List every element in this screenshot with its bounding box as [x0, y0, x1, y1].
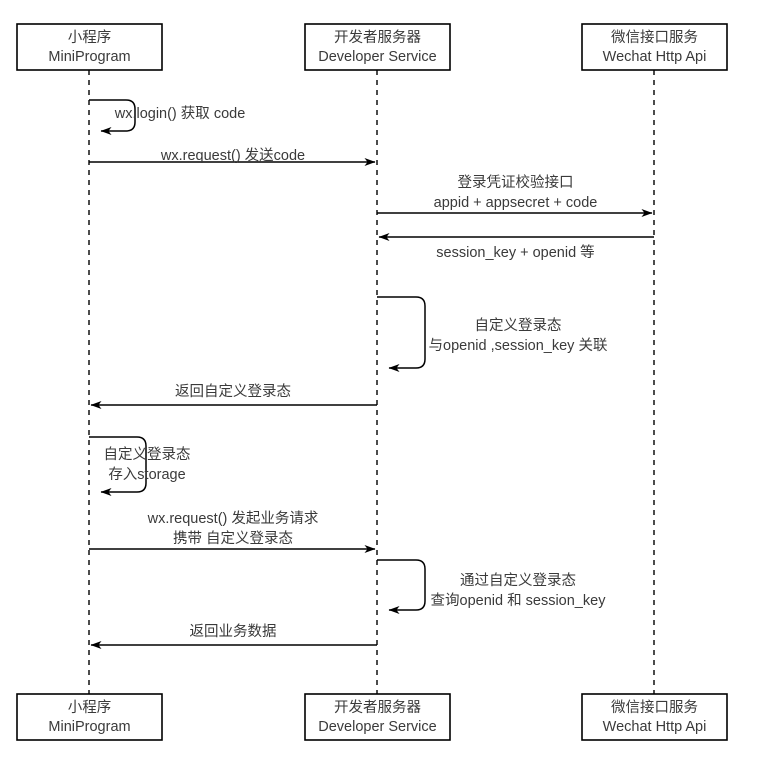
actor-name-en: Developer Service	[318, 49, 436, 65]
actor-name-cn: 小程序	[68, 29, 112, 46]
actor-name-en: MiniProgram	[48, 49, 130, 65]
actor-box-header-wechat-http-api: 微信接口服务 Wechat Http Api	[581, 23, 728, 71]
messages-layer	[89, 99, 654, 649]
actor-box-frame	[581, 693, 728, 741]
labels-layer: wx.login() 获取 code wx.request() 发送code 登录凭…	[104, 105, 608, 640]
actor-name-en: Developer Service	[318, 719, 436, 735]
actor-name-en: Wechat Http Api	[603, 49, 707, 65]
message-label-session-key-openid-return-line-1: session_key + openid 等	[436, 243, 594, 261]
message-label-custom-login-state-associate-line-1: 自定义登录态	[475, 317, 562, 334]
message-label-login-credential-verify-line-2: appid + appsecret + code	[434, 195, 598, 211]
self-message-arrow	[377, 559, 426, 614]
actor-box-header-miniprogram: 小程序 MiniProgram	[16, 23, 163, 71]
message-label-store-login-state-line-1: 自定义登录态	[104, 446, 191, 463]
lifelines-layer	[88, 70, 655, 694]
actor-box-frame	[16, 23, 163, 71]
actor-name-cn: 开发者服务器	[334, 29, 421, 46]
actor-box-footer-developer-service: 开发者服务器 Developer Service	[304, 693, 451, 741]
actor-box-frame	[304, 693, 451, 741]
message-label-wx-request-business-line-2: 携带 自定义登录态	[173, 530, 293, 547]
actor-name-en: Wechat Http Api	[603, 719, 707, 735]
message-label-wx-login-get-code-line-1: wx.login() 获取 code	[114, 105, 246, 122]
self-message-arrow	[89, 99, 136, 135]
actor-boxes-layer: 小程序 MiniProgram 小程序 MiniProgram 开发者服务器 Develo…	[16, 23, 728, 741]
message-label-query-openid-session-key-line-1: 通过自定义登录态	[460, 572, 576, 589]
actor-box-frame	[16, 693, 163, 741]
actor-box-frame	[581, 23, 728, 71]
message-wx-login-get-code	[89, 99, 136, 135]
actor-name-cn: 微信接口服务	[611, 29, 698, 46]
actor-name-cn: 开发者服务器	[334, 699, 421, 716]
message-label-login-credential-verify-line-1: 登录凭证校验接口	[458, 174, 574, 191]
actor-name-cn: 小程序	[68, 699, 112, 716]
message-label-return-business-data-line-1: 返回业务数据	[190, 623, 277, 640]
actor-name-cn: 微信接口服务	[611, 699, 698, 716]
actor-box-header-developer-service: 开发者服务器 Developer Service	[304, 23, 451, 71]
self-message-arrow	[89, 436, 147, 496]
actor-box-frame	[304, 23, 451, 71]
actor-box-footer-wechat-http-api: 微信接口服务 Wechat Http Api	[581, 693, 728, 741]
message-label-wx-request-business-line-1: wx.request() 发起业务请求	[147, 510, 319, 527]
message-label-wx-request-send-code-line-1: wx.request() 发送code	[160, 147, 305, 164]
actor-name-en: MiniProgram	[48, 719, 130, 735]
message-store-login-state	[89, 436, 147, 496]
message-custom-login-state-associate	[377, 296, 426, 372]
message-label-return-custom-login-state-line-1: 返回自定义登录态	[175, 383, 291, 400]
self-message-arrow	[377, 296, 426, 372]
message-label-custom-login-state-associate-line-2: 与openid ,session_key 关联	[429, 337, 608, 354]
message-label-store-login-state-line-2: 存入storage	[108, 466, 185, 483]
actor-box-footer-miniprogram: 小程序 MiniProgram	[16, 693, 163, 741]
message-label-query-openid-session-key-line-2: 查询openid 和 session_key	[431, 592, 607, 609]
message-query-openid-session-key	[377, 559, 426, 614]
